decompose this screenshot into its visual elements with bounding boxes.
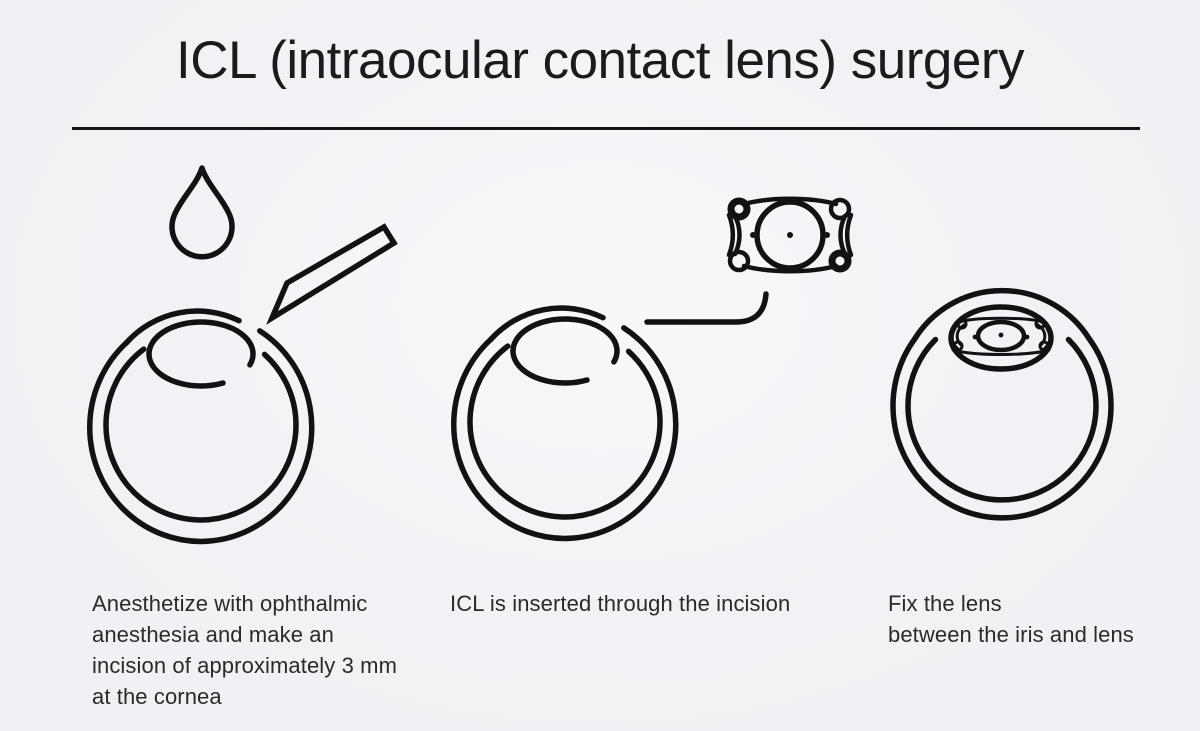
step2-caption: ICL is inserted through the incision bbox=[450, 591, 791, 616]
icl-dot-left bbox=[750, 232, 756, 238]
eye-with-implanted-lens-icon bbox=[890, 287, 1114, 521]
implanted-icl-hole-br bbox=[1038, 340, 1050, 352]
step1-caption: Anesthetize with ophthalmic anesthesia a… bbox=[92, 591, 398, 709]
icl-corner-hole-br bbox=[828, 249, 852, 273]
page-title: ICL (intraocular contact lens) surgery bbox=[176, 31, 1025, 90]
step3-illustration bbox=[890, 287, 1114, 521]
icl-left-haptic bbox=[732, 213, 742, 257]
eye-drop-icon bbox=[169, 165, 235, 260]
icl-dot-right bbox=[824, 232, 830, 238]
eye3-inner-wall bbox=[905, 336, 1099, 503]
eye3-cornea-bump bbox=[912, 287, 1092, 342]
title-underline bbox=[72, 127, 1140, 130]
eye3-iris-oval bbox=[948, 304, 1054, 372]
icl-corner-hole-tl bbox=[727, 197, 751, 221]
implanted-icl-hole-bl bbox=[952, 340, 964, 352]
scalpel-icon bbox=[266, 223, 398, 325]
implanted-icl-bottom-edge bbox=[951, 348, 1051, 356]
step2-illustration bbox=[454, 196, 854, 539]
icl-optic-circle bbox=[754, 199, 826, 271]
implanted-icl-hole-tr bbox=[1034, 318, 1046, 330]
implanted-icl-hole-tl bbox=[956, 318, 968, 330]
icl-lens-icon bbox=[726, 196, 854, 274]
implanted-icl-dot-right bbox=[1024, 334, 1030, 340]
step3-caption: Fix the lens between the iris and lens bbox=[888, 591, 1134, 647]
implanted-icl-dot-center bbox=[998, 332, 1004, 338]
implanted-icl-lens-icon bbox=[950, 316, 1052, 356]
eye-cross-section-icon bbox=[454, 308, 676, 538]
icl-corner-hole-tr bbox=[828, 197, 852, 221]
implanted-icl-optic bbox=[975, 319, 1027, 353]
implanted-icl-dot-left bbox=[972, 334, 978, 340]
icl-left-haptic-outer bbox=[726, 212, 735, 258]
icl-plate-top-edge bbox=[741, 196, 839, 207]
icl-dot-center bbox=[787, 232, 793, 238]
icl-plate-bottom-edge bbox=[741, 263, 839, 274]
eye-cross-section-icon bbox=[90, 311, 312, 541]
eye3-outer-globe bbox=[890, 335, 1114, 521]
step1-illustration bbox=[90, 165, 398, 541]
icl-right-haptic-outer bbox=[845, 212, 854, 258]
icl-right-haptic bbox=[838, 213, 848, 257]
connector-line bbox=[644, 291, 769, 325]
icl-corner-hole-bl bbox=[727, 249, 751, 273]
